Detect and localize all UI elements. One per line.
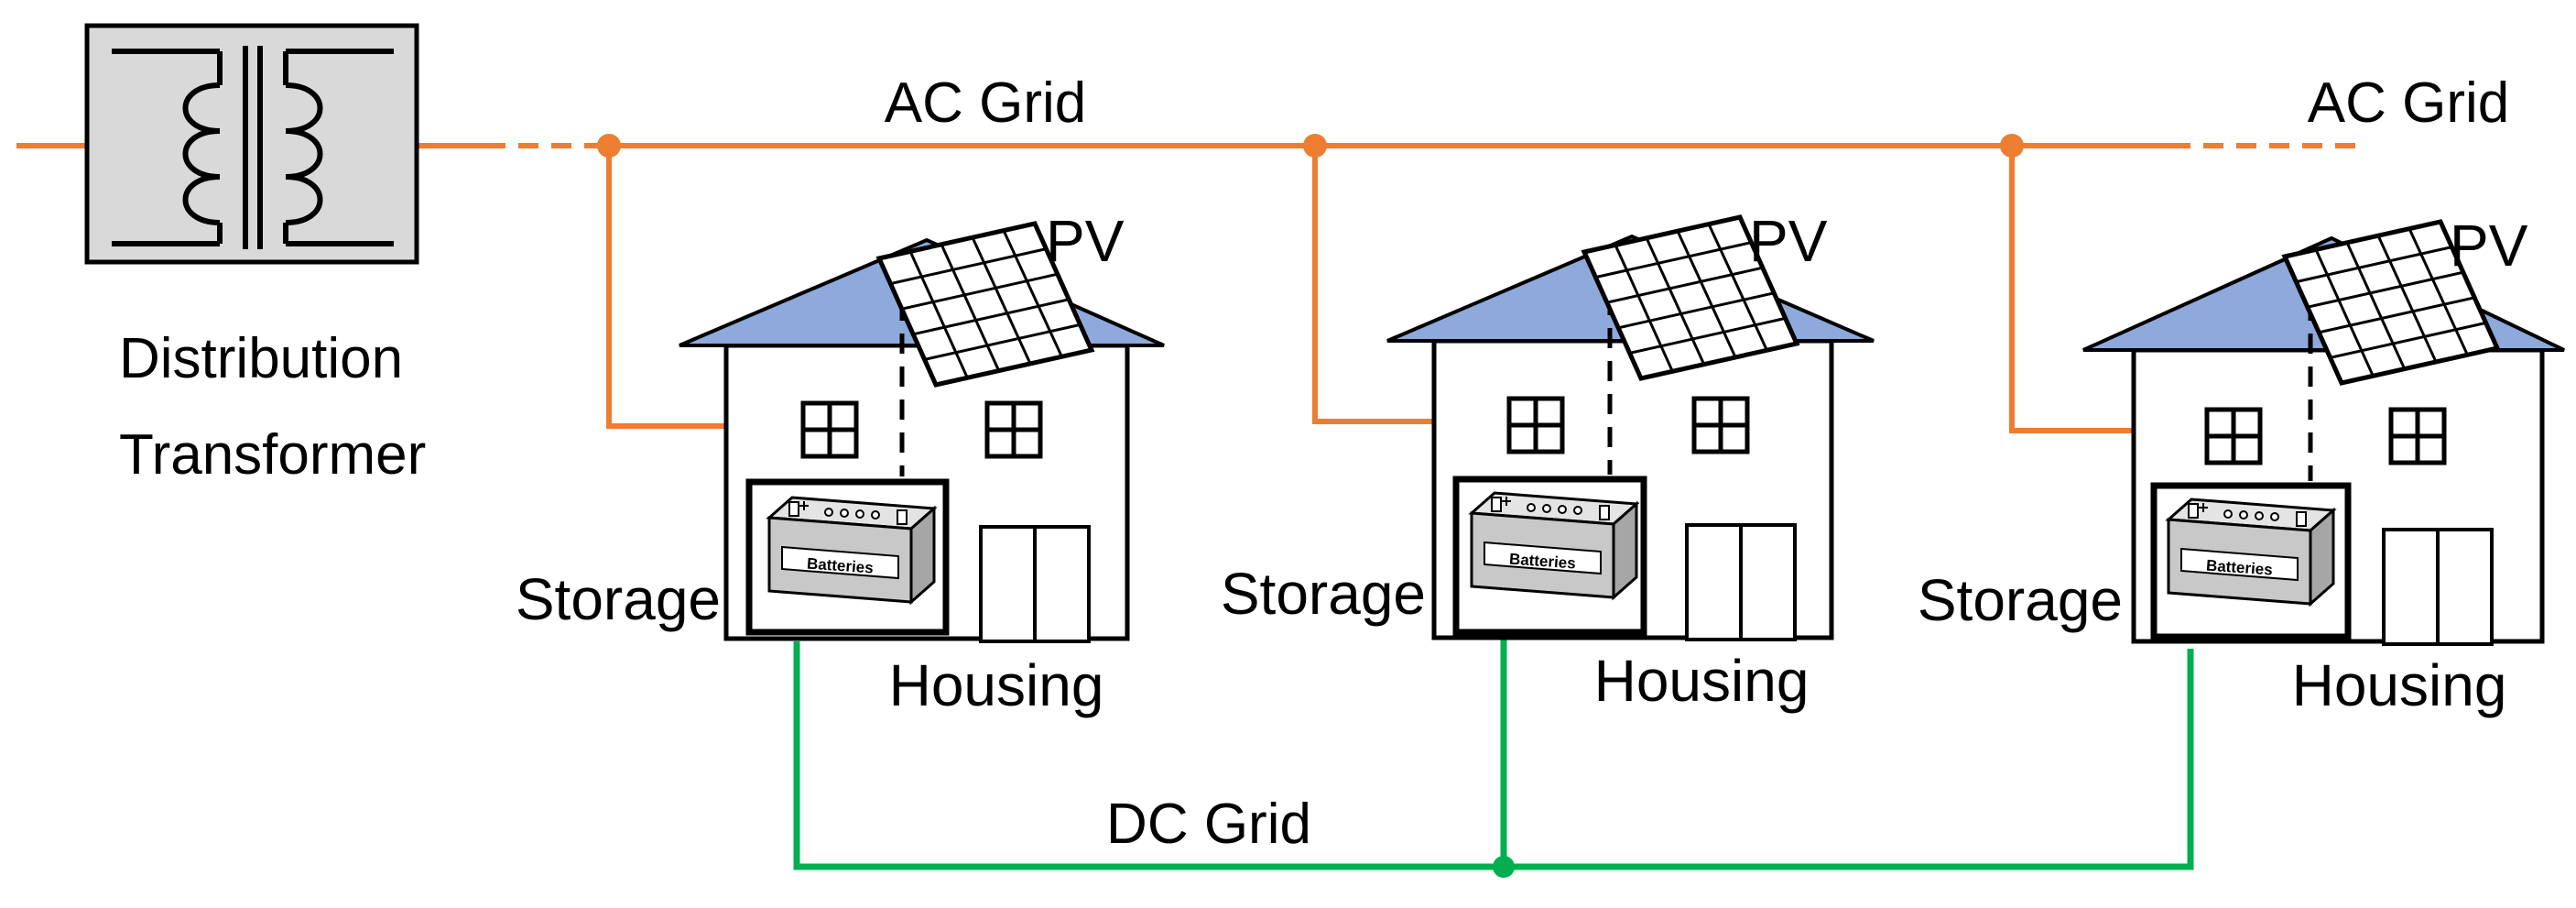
transformer-label-line2: Transformer	[119, 423, 426, 487]
house-3	[2082, 222, 2565, 646]
pv-label: PV	[1046, 208, 1125, 274]
storage-label: Storage	[1221, 561, 1426, 627]
ac-grid	[16, 134, 2363, 433]
housing-label: Housing	[1594, 648, 1810, 714]
transformer-label-line1: Distribution	[119, 327, 403, 390]
storage-label: Storage	[1918, 567, 2123, 633]
dc-grid-label: DC Grid	[1106, 793, 1311, 856]
storage-label: Storage	[516, 566, 721, 632]
dc-grid	[793, 638, 2194, 878]
housing-label: Housing	[889, 652, 1104, 718]
housing-label: Housing	[2292, 652, 2507, 718]
ac-grid-label-left: AC Grid	[885, 71, 1086, 135]
distribution-transformer	[84, 23, 419, 265]
pv-label: PV	[1749, 208, 1828, 274]
pv-label: PV	[2450, 213, 2528, 279]
house-2	[1386, 217, 1875, 641]
ac-grid-label-right: AC Grid	[2308, 71, 2509, 135]
house-1	[679, 224, 1165, 643]
